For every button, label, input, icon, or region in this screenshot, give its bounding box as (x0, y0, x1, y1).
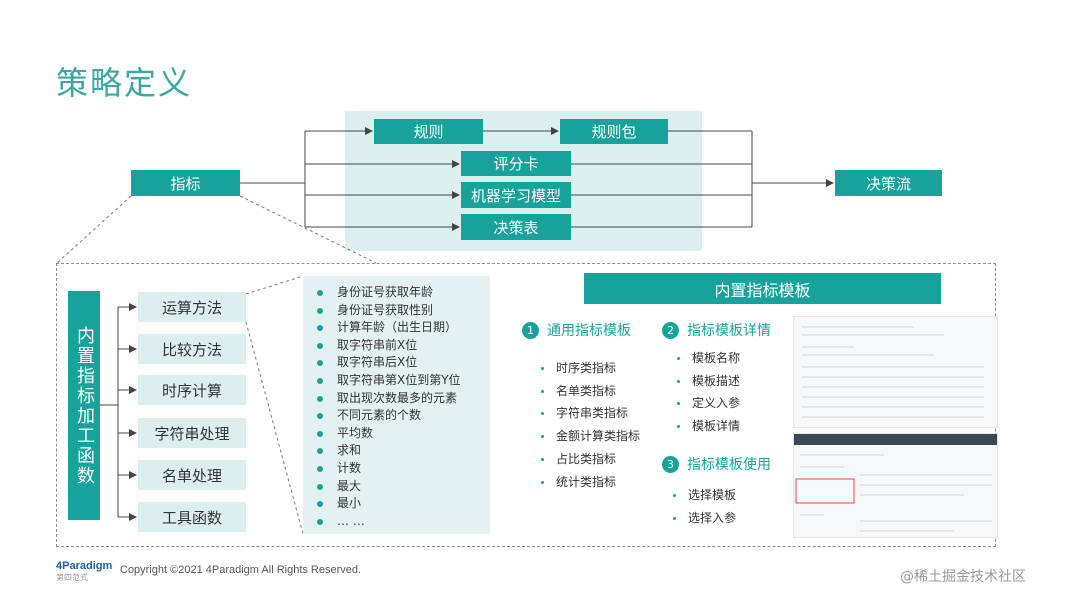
section-title: 指标模板使用 (687, 457, 771, 473)
screenshot-topbar (794, 434, 997, 445)
section-general-template: 1 通用指标模板 (522, 320, 631, 340)
step-number: 1 (522, 321, 539, 339)
general-template-list: 时序类指标 名单类指标 字符串类指标 金额计算类指标 占比类指标 统计类指标 (541, 357, 640, 493)
list-item: 计数 (317, 460, 490, 478)
rule-box: 规则 (374, 119, 483, 144)
list-item: 不同元素的个数 (317, 407, 490, 425)
category-timeseries: 时序计算 (138, 375, 246, 405)
template-details-list: 模板名称 模板描述 定义入参 模板详情 (677, 347, 740, 438)
list-item: 计算年龄（出生日期） (317, 319, 490, 337)
category-operation: 运算方法 (138, 292, 246, 322)
list-item: 取出现次数最多的元素 (317, 390, 490, 408)
page-title: 策略定义 (56, 64, 193, 102)
list-item: 定义入参 (677, 392, 740, 415)
screenshot-mock-lines (802, 326, 984, 418)
list-item: 统计类指标 (541, 471, 640, 494)
decision-flow-box: 决策流 (835, 170, 942, 196)
list-item: 取字符串后X位 (317, 354, 490, 372)
list-item: 选择入参 (673, 507, 736, 530)
category-tools: 工具函数 (138, 502, 246, 532)
list-item: 金额计算类指标 (541, 425, 640, 448)
category-list: 名单处理 (138, 460, 246, 490)
template-detail-screenshot (793, 316, 998, 428)
section-template-details: 2 指标模板详情 (662, 320, 771, 340)
watermark: @稀土掘金技术社区 (900, 569, 1026, 585)
ml-model-box: 机器学习模型 (461, 182, 571, 208)
list-item: … … (317, 513, 490, 531)
list-item: 选择模板 (673, 484, 736, 507)
rule-pack-box: 规则包 (560, 119, 668, 144)
category-compare: 比较方法 (138, 334, 246, 364)
list-item: 取字符串第X位到第Y位 (317, 372, 490, 390)
step-number: 3 (662, 455, 679, 473)
list-item: 身份证号获取年龄 (317, 284, 490, 302)
template-usage-screenshot (793, 433, 998, 538)
scorecard-box: 评分卡 (461, 151, 571, 176)
list-item: 身份证号获取性别 (317, 302, 490, 320)
step-number: 2 (662, 321, 679, 339)
list-item: 模板详情 (677, 415, 740, 438)
function-list: 身份证号获取年龄 身份证号获取性别 计算年龄（出生日期） 取字符串前X位 取字符… (303, 276, 490, 534)
category-string: 字符串处理 (138, 418, 246, 448)
list-item: 名单类指标 (541, 380, 640, 403)
list-item: 占比类指标 (541, 448, 640, 471)
list-item: 模板描述 (677, 370, 740, 393)
list-item: 字符串类指标 (541, 402, 640, 425)
list-item: 时序类指标 (541, 357, 640, 380)
section-template-usage: 3 指标模板使用 (662, 454, 771, 474)
builtin-functions-label: 内置指标加工函数 (68, 291, 100, 520)
list-item: 最小 (317, 495, 490, 513)
section-title: 通用指标模板 (547, 323, 631, 339)
list-item: 求和 (317, 442, 490, 460)
template-usage-list: 选择模板 选择入参 (673, 484, 736, 529)
company-logo: 4Paradigm 第四范式 (56, 560, 113, 582)
screenshot-mock-form (795, 454, 992, 532)
list-item: 模板名称 (677, 347, 740, 370)
list-item: 最大 (317, 478, 490, 496)
decision-table-box: 决策表 (461, 214, 571, 240)
list-item: 取字符串前X位 (317, 337, 490, 355)
indicator-box: 指标 (131, 170, 240, 196)
section-title: 指标模板详情 (687, 323, 771, 339)
list-item: 平均数 (317, 425, 490, 443)
template-header: 内置指标模板 (584, 273, 941, 304)
copyright-text: Copyright ©2021 4Paradigm All Rights Res… (120, 564, 362, 576)
